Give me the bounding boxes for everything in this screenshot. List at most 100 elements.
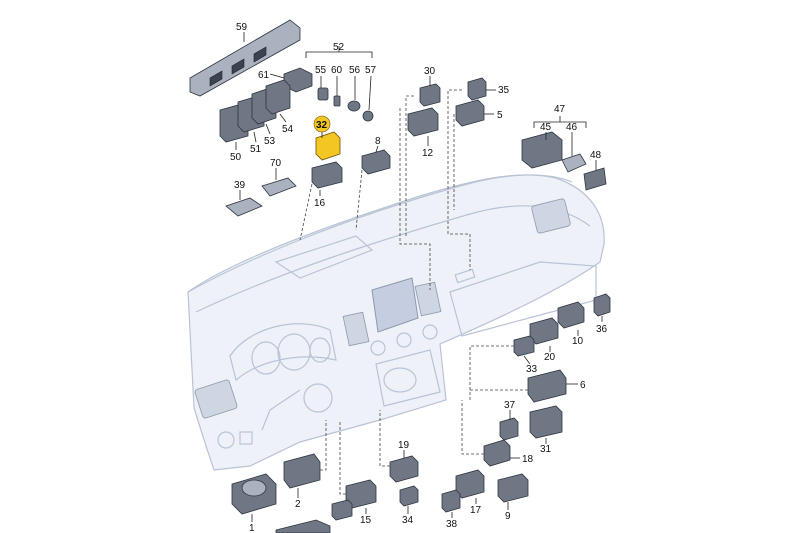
label-60: 60 [331, 65, 343, 76]
part-6-switch [527, 369, 567, 403]
part-37-switch [499, 417, 519, 441]
label-34: 34 [402, 515, 414, 526]
dashboard-top-edge [187, 174, 573, 293]
label-37: 37 [504, 400, 516, 411]
label-19: 19 [398, 440, 410, 451]
small-switch-outline [239, 431, 253, 445]
label-31: 31 [540, 444, 552, 455]
label-55: 55 [315, 65, 327, 76]
center-vent-right [414, 281, 442, 317]
label-33: 33 [526, 364, 538, 375]
dash-12-to-dashboard [399, 108, 431, 290]
dash-35-to-dashboard [447, 89, 471, 270]
part-16-switch [311, 161, 343, 189]
climate-knob-center [396, 332, 412, 348]
callout-labels: 59 52 55 60 56 57 61 50 51 53 54 32 8 16… [230, 22, 608, 533]
label-32-highlight-marker [313, 115, 331, 133]
leader-57 [368, 75, 372, 111]
label-32: 32 [316, 120, 328, 131]
right-air-vent [531, 198, 571, 234]
part-8-switch [361, 149, 391, 175]
part-45-socket-housing [521, 131, 563, 169]
part-46-plug [561, 153, 587, 173]
label-30: 30 [424, 66, 436, 77]
left-air-vent [194, 379, 238, 419]
part-19-switch [389, 455, 419, 483]
label-15: 15 [360, 515, 372, 526]
leader-8 [375, 145, 379, 153]
dash-left-group [320, 420, 346, 495]
part-70-lid [261, 177, 297, 197]
light-switch-outline [217, 431, 235, 449]
part-36-switch [593, 293, 611, 317]
label-16: 16 [314, 198, 326, 209]
leader-51 [253, 131, 257, 143]
steering-column [261, 389, 301, 431]
part-5-switch [455, 99, 485, 127]
leader-53 [265, 123, 271, 135]
part-bottom-bezel [275, 519, 331, 533]
dash-19-to-console [379, 410, 390, 467]
label-51: 51 [250, 144, 262, 155]
label-70: 70 [270, 158, 282, 169]
label-35: 35 [498, 85, 510, 96]
part-10-switch [557, 301, 585, 329]
label-50: 50 [230, 152, 242, 163]
gauge-left [251, 341, 281, 375]
part-56-ring [347, 100, 361, 112]
part-33-switch [513, 335, 535, 357]
part-39-lid [225, 197, 263, 217]
part-32-highlighted [315, 131, 341, 161]
dash-30-to-dashboard [405, 95, 414, 236]
label-61: 61 [258, 70, 270, 81]
dash-8-to-dashboard [355, 169, 363, 231]
part-2-switch [283, 453, 321, 489]
label-6: 6 [580, 380, 586, 391]
leader-52-bracket [305, 46, 373, 58]
center-display [371, 277, 419, 333]
label-5: 5 [497, 110, 503, 121]
part-35-switch [467, 77, 487, 101]
shifter-surround [375, 349, 441, 407]
climate-knob-right [422, 324, 438, 340]
leader-47-bracket [533, 116, 587, 128]
label-12: 12 [422, 148, 434, 159]
label-20: 20 [544, 352, 556, 363]
part-60-pin [333, 95, 341, 107]
part-small-switch-bottom [331, 499, 353, 521]
part-59-slots [209, 46, 267, 87]
part-9-switch [497, 473, 529, 503]
leader-54 [279, 113, 287, 123]
label-17: 17 [470, 505, 482, 516]
part-48-cover [583, 167, 607, 191]
label-48: 48 [590, 150, 602, 161]
gear-shifter [383, 367, 417, 393]
label-10: 10 [572, 336, 584, 347]
center-vent-left [342, 311, 370, 347]
label-56: 56 [349, 65, 361, 76]
glovebox-outline [449, 261, 597, 337]
part-18-switch [483, 439, 511, 467]
leader-61 [269, 73, 285, 79]
label-59: 59 [236, 22, 248, 33]
part-30-switch [419, 83, 441, 107]
label-52: 52 [333, 42, 345, 53]
part-1-knob [241, 479, 267, 497]
leader-lines [235, 32, 603, 522]
part-55-cap [317, 87, 329, 101]
part-34-switch [399, 485, 419, 507]
label-54: 54 [282, 124, 294, 135]
label-8: 8 [375, 136, 381, 147]
label-47: 47 [554, 104, 566, 115]
glovebox-handle [454, 268, 476, 284]
instrument-cluster-hood [229, 323, 337, 382]
leader-33 [523, 355, 531, 365]
label-57: 57 [365, 65, 377, 76]
gauge-right [309, 337, 331, 363]
label-53: 53 [264, 136, 276, 147]
label-18: 18 [522, 454, 534, 465]
part-12-switch [407, 107, 439, 137]
label-38: 38 [446, 519, 458, 530]
label-46: 46 [566, 122, 578, 133]
label-36: 36 [596, 324, 608, 335]
